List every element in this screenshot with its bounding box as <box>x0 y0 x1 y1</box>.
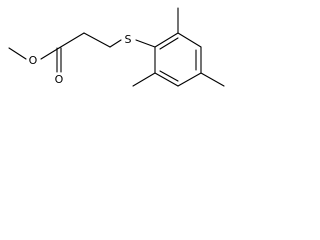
bond-methyl-right <box>200 72 225 87</box>
bond-sulfur-ring <box>135 39 156 48</box>
ring-bond-c2-c3 <box>177 32 202 48</box>
bond-methyl-bottom-left <box>132 72 156 87</box>
structure-diagram: O O S <box>8 7 225 87</box>
bond-methyl-ester-oxygen <box>8 47 27 60</box>
ring-double-bond-1 <box>159 37 179 50</box>
ring-bond-c4-c5 <box>177 72 202 87</box>
ring-double-bond-3 <box>159 70 179 82</box>
ester-oxygen-label: O <box>29 54 38 67</box>
ring-bond-c5-c6 <box>154 72 179 87</box>
bond-ch2-sulfur <box>109 39 122 48</box>
bond-ester-oxygen-carbonyl <box>40 47 60 60</box>
bond-carbonyl-ch2 <box>58 32 85 49</box>
ring-bond-c1-c2 <box>154 32 179 48</box>
sulfur-label: S <box>125 33 132 46</box>
carbonyl-oxygen-label: O <box>55 73 64 86</box>
bond-ch2-ch2 <box>83 32 111 48</box>
